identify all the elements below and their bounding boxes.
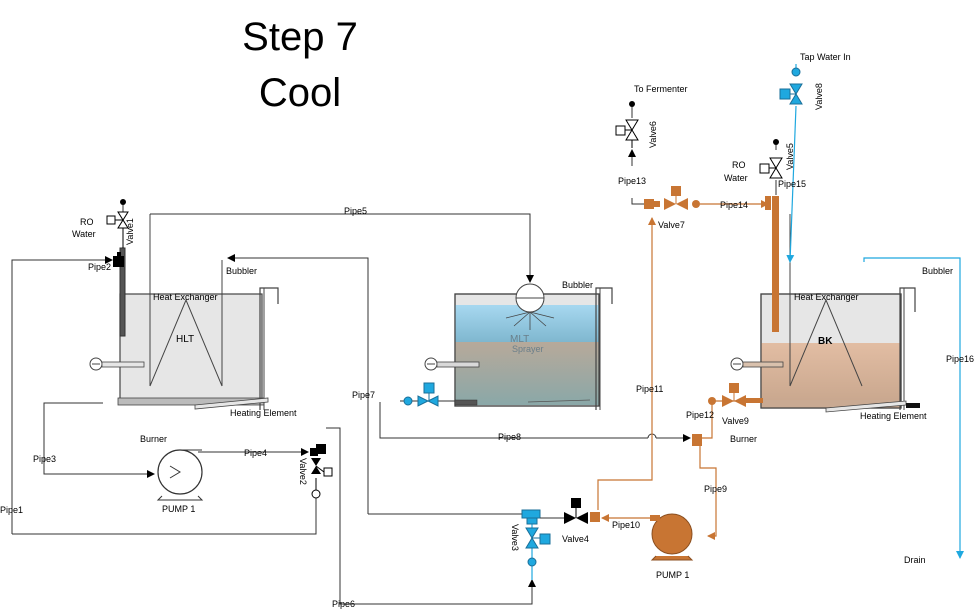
pipe15-tee <box>765 196 771 210</box>
pipe13-line <box>631 198 644 205</box>
label-sprayer: Sprayer <box>512 344 544 354</box>
label-heat-exchanger-bk: Heat Exchanger <box>794 292 859 302</box>
hlt-tank <box>89 214 279 410</box>
mlt-tank <box>424 283 613 410</box>
valve5[interactable] <box>759 139 783 179</box>
label-valve6: Valve6 <box>648 121 658 148</box>
label-heat-exchanger-hlt: Heat Exchanger <box>153 292 218 302</box>
bk-tank <box>730 214 920 413</box>
step-subtitle: Cool <box>258 71 342 115</box>
label-ro-water-bk-2: Water <box>724 173 748 183</box>
copper-piping <box>597 200 769 540</box>
pump1-right[interactable] <box>650 513 694 561</box>
valve9[interactable] <box>708 383 746 407</box>
label-heating-element-hlt: Heating Element <box>230 408 297 418</box>
pipe16-line <box>863 257 964 559</box>
label-pipe11: Pipe11 <box>636 384 663 394</box>
label-valve5: Valve5 <box>785 143 795 170</box>
label-pipe16: Pipe16 <box>946 354 974 364</box>
label-drain: Drain <box>904 555 926 565</box>
label-pipe3: Pipe3 <box>33 454 56 464</box>
label-pipe4: Pipe4 <box>244 448 267 458</box>
label-pipe14: Pipe14 <box>720 200 748 210</box>
label-ro-water-hlt-2: Water <box>72 229 96 239</box>
pump1-left[interactable] <box>156 449 204 501</box>
valve7[interactable] <box>644 186 700 210</box>
valve6[interactable] <box>615 101 639 148</box>
valve8-outlet-line <box>786 105 797 263</box>
label-valve8: Valve8 <box>814 83 824 110</box>
label-heating-element-bk: Heating Element <box>860 411 927 421</box>
mlt-outlet-valve[interactable] <box>403 382 439 407</box>
label-pipe1: Pipe1 <box>0 505 23 515</box>
label-pipe8: Pipe8 <box>498 432 521 442</box>
pipe12-fitting <box>692 434 702 446</box>
pipe7-line <box>227 254 369 514</box>
label-pipe10: Pipe10 <box>612 520 640 530</box>
label-pipe9: Pipe9 <box>704 484 727 494</box>
label-valve1: Valve1 <box>125 218 135 245</box>
label-mlt: MLT <box>510 334 529 345</box>
label-valve9: Valve9 <box>722 416 749 426</box>
label-burner-bk: Burner <box>730 434 757 444</box>
label-valve2: Valve2 <box>298 458 308 485</box>
label-pipe12: Pipe12 <box>686 410 714 420</box>
label-pipe5: Pipe5 <box>344 206 367 216</box>
label-burner-hlt: Burner <box>140 434 167 444</box>
label-valve7: Valve7 <box>658 220 685 230</box>
pipe3-line <box>43 402 155 478</box>
valve3[interactable] <box>521 509 551 567</box>
pipe1-line <box>11 256 113 534</box>
label-ro-water-bk-1: RO <box>732 160 746 170</box>
label-bk: BK <box>818 336 833 347</box>
label-to-fermenter: To Fermenter <box>634 84 688 94</box>
label-hlt: HLT <box>176 334 194 345</box>
label-pipe13: Pipe13 <box>618 176 646 186</box>
bk-heat-exchanger-pipe <box>772 196 779 332</box>
label-pipe15: Pipe15 <box>778 179 806 189</box>
valve1[interactable] <box>106 199 129 267</box>
label-pump1-right: PUMP 1 <box>656 570 689 580</box>
label-pipe2: Pipe2 <box>88 262 111 272</box>
pipe6-line <box>326 427 536 605</box>
label-pipe6: Pipe6 <box>332 599 355 609</box>
pipe1-bottom-line <box>12 498 317 535</box>
label-tap-water-in: Tap Water In <box>800 52 851 62</box>
step-title: Step 7 <box>242 15 358 59</box>
label-bubbler-bk: Bubbler <box>922 266 953 276</box>
valve8[interactable] <box>779 67 803 105</box>
label-valve4: Valve4 <box>562 534 589 544</box>
valve4[interactable] <box>540 498 600 524</box>
label-pump1-left: PUMP 1 <box>162 504 195 514</box>
label-bubbler-mlt: Bubbler <box>562 280 593 290</box>
label-pipe7: Pipe7 <box>352 390 375 400</box>
label-bubbler-hlt: Bubbler <box>226 266 257 276</box>
pipe5-line <box>150 213 534 283</box>
pipe11-line <box>597 217 656 510</box>
pipe9-line <box>699 444 717 540</box>
label-ro-water-hlt-1: RO <box>80 217 94 227</box>
sprayer-spray-lines <box>505 311 555 330</box>
valve2[interactable] <box>310 444 333 499</box>
pipe8-line-a <box>379 402 648 439</box>
label-valve3: Valve3 <box>510 524 520 551</box>
